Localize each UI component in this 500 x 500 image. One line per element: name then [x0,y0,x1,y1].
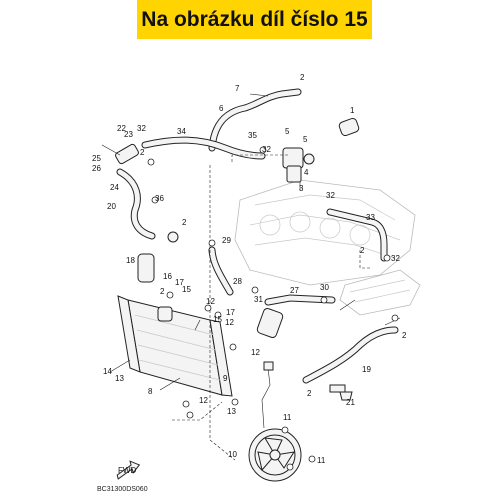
callout-labels: 1 2 2 2 2 2 2 2 3 4 5 5 6 7 8 9 10 11 11… [92,73,407,465]
callout-label: 2 [307,389,312,398]
callout-label: 9 [223,374,228,383]
callout-label: 34 [177,127,186,136]
callout-label: 26 [92,164,101,173]
callout-label: 32 [137,124,146,133]
callout-label: 4 [304,168,309,177]
callout-label: 2 [182,218,187,227]
callout-label: 2 [140,148,145,157]
engine-block [234,179,421,316]
callout-label: 7 [235,84,240,93]
coolant-reservoir [137,253,284,339]
front-direction-arrow: FWD [116,460,141,480]
callout-label: 12 [225,318,234,327]
callout-label: 1 [350,106,355,115]
callout-label: 32 [262,145,271,154]
callout-label: 15 [213,315,222,324]
callout-label: 3 [299,184,304,193]
callout-label: 11 [283,413,292,422]
diagram-code: BC31300DS060 [97,486,148,493]
callout-label: 20 [107,202,116,211]
callout-label: 28 [233,277,242,286]
callout-label: 2 [360,246,365,255]
callout-label: 2 [402,331,407,340]
radiator [117,295,233,397]
part-number-banner: Na obrázku díl číslo 15 [137,0,372,39]
callout-label: 13 [227,407,236,416]
callout-label: 25 [92,154,101,163]
callout-label: 24 [110,183,119,192]
callout-label: 19 [362,365,371,374]
callout-label: 6 [219,104,224,113]
callout-label: 11 [317,456,326,465]
callout-label: 2 [160,287,165,296]
callout-label: 31 [254,295,263,304]
leader-lines [101,93,401,461]
callout-label: 23 [124,130,133,139]
callout-label: 8 [148,387,153,396]
callout-label: 32 [391,254,400,263]
bypass-pipes [329,384,353,401]
callout-label: 29 [222,236,231,245]
callout-label: 12 [251,348,260,357]
banner-title: Na obrázku díl číslo 15 [141,7,368,31]
fwd-label: FWD [118,466,136,475]
thermostat-housing [115,117,360,243]
callout-label: 35 [248,131,257,140]
callout-label: 2 [300,73,305,82]
callout-label: 15 [182,285,191,294]
callout-label: 32 [326,191,335,200]
callout-label: 5 [303,135,308,144]
callout-label: 27 [290,286,299,295]
callout-label: 12 [206,297,215,306]
callout-label: 10 [228,450,237,459]
cooling-fan [248,361,302,482]
callout-label: 30 [320,283,329,292]
callout-label: 33 [366,213,375,222]
callout-label: 22 [117,124,126,133]
callout-label: 5 [285,127,290,136]
callout-label: 17 [175,278,184,287]
callout-label: 12 [199,396,208,405]
callout-label: 14 [103,367,112,376]
callout-label: 36 [155,194,164,203]
callout-label: 21 [346,398,355,407]
hose-clamps [147,146,399,471]
callout-label: 16 [163,272,172,281]
callout-label: 17 [226,308,235,317]
callout-label: 13 [115,374,124,383]
callout-label: 18 [126,256,135,265]
